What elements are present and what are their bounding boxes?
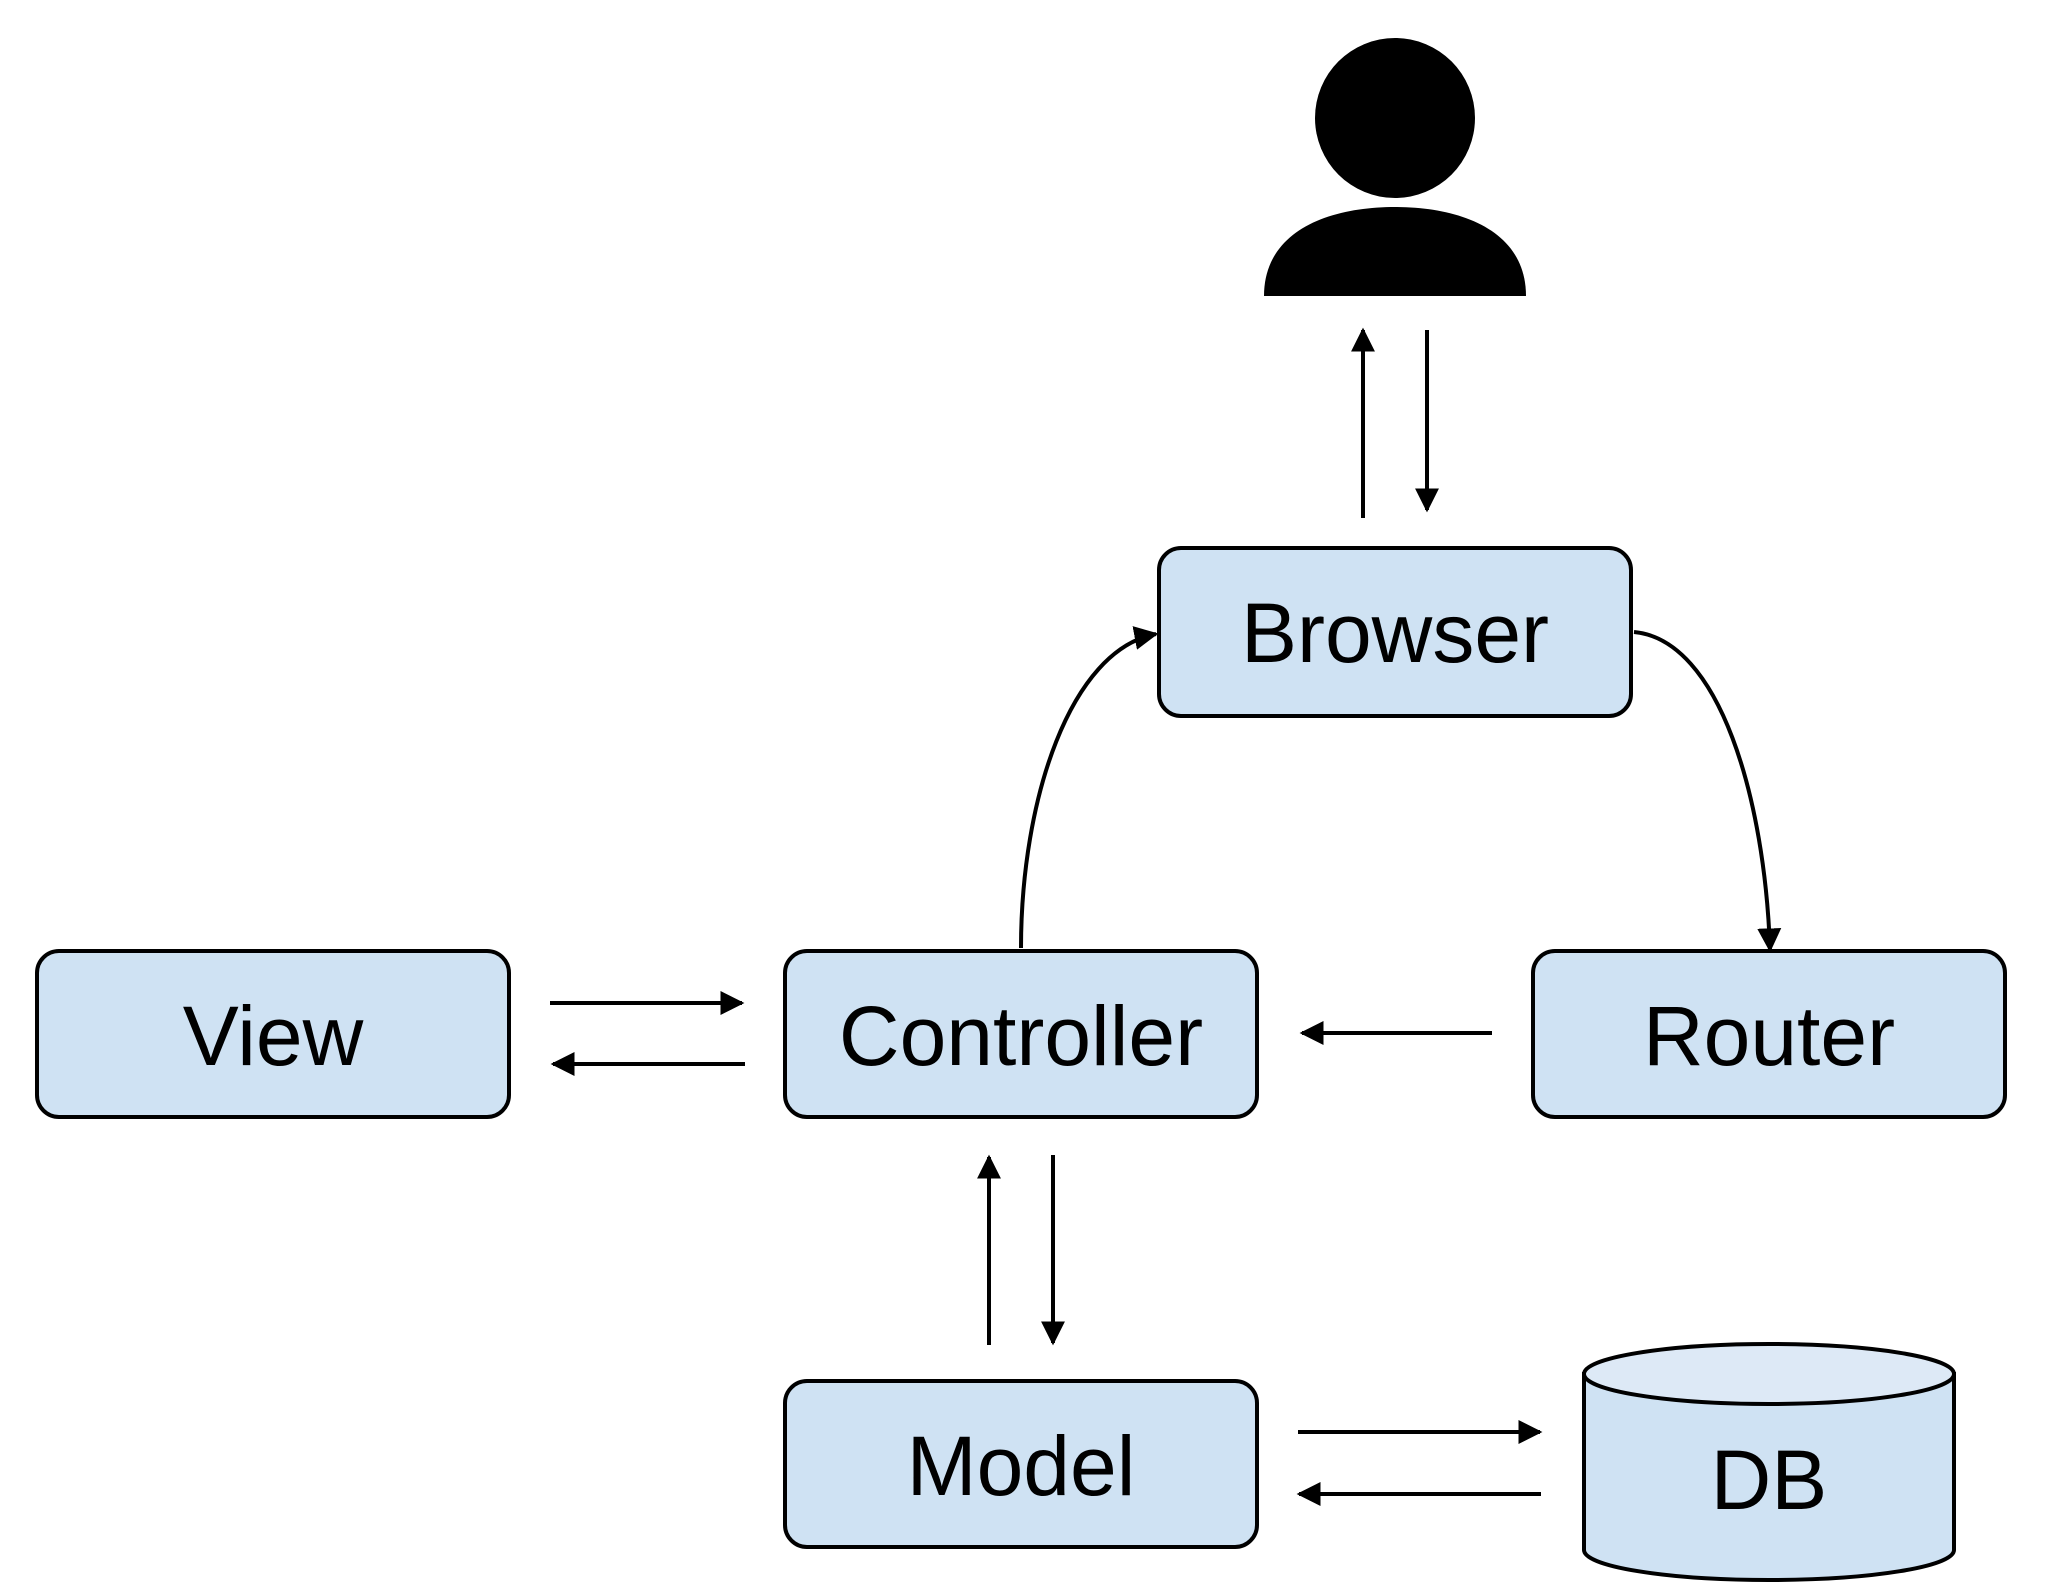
model-node: Model — [783, 1379, 1259, 1549]
edges — [550, 327, 1782, 1506]
edge-controller-to-browser — [1019, 626, 1159, 949]
controller-label: Controller — [839, 989, 1203, 1083]
browser-label: Browser — [1241, 586, 1549, 680]
user-icon — [1264, 38, 1526, 296]
model-label: Model — [907, 1419, 1136, 1513]
router-node: Router — [1531, 949, 2007, 1119]
router-box — [1531, 949, 2007, 1119]
db-cylinder-top — [1582, 1342, 1956, 1406]
view-box — [35, 949, 511, 1119]
router-label: Router — [1643, 989, 1895, 1083]
user-head — [1315, 38, 1475, 198]
controller-node: Controller — [783, 949, 1259, 1119]
user-body — [1264, 207, 1526, 296]
db-node: DB — [1582, 1342, 1956, 1582]
db-cylinder-body — [1582, 1372, 1956, 1582]
edge-browser-to-router — [1633, 630, 1782, 953]
controller-box — [783, 949, 1259, 1119]
browser-box — [1157, 546, 1633, 718]
view-node: View — [35, 949, 511, 1119]
browser-node: Browser — [1157, 546, 1633, 718]
model-box — [783, 1379, 1259, 1549]
view-label: View — [183, 989, 364, 1083]
db-label: DB — [1711, 1433, 1828, 1527]
